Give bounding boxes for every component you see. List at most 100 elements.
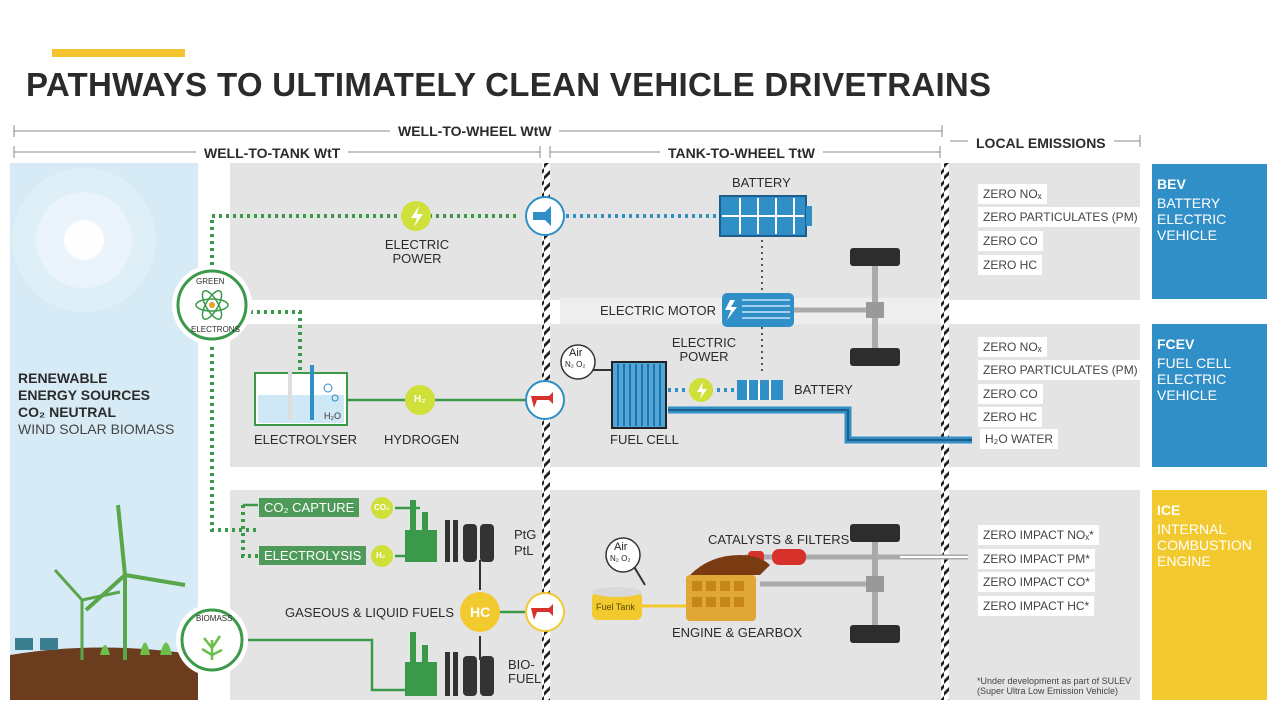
solar-panel-icon <box>15 638 58 650</box>
blue-power-paths <box>566 214 735 392</box>
source-line-2: ENERGY SOURCES <box>18 387 150 403</box>
bev-emission-pm: ZERO PARTICULATES (PM) <box>978 207 1143 227</box>
engine-gearbox-label: ENGINE & GEARBOX <box>672 625 803 640</box>
biomass-icon <box>176 604 248 676</box>
electric-motor-icon <box>722 293 794 327</box>
tag-ice-line-2: COMBUSTION <box>1157 537 1252 553</box>
co2-node-label: CO₂ <box>374 503 390 512</box>
ice-emission-co: ZERO IMPACT CO* <box>978 572 1095 592</box>
fcev-electric-label: ELECTRIC <box>671 335 737 350</box>
factory-icon-biofuel <box>405 632 494 696</box>
ice-n2o2-label: N₂ O₂ <box>610 554 631 563</box>
fcev-electric-power-label: ELECTRIC POWER <box>668 336 740 364</box>
header-ttw: TANK-TO-WHEEL TtW <box>660 145 823 161</box>
ice-emission-pm: ZERO IMPACT PM* <box>978 549 1095 569</box>
bev-electric-power-label: ELECTRIC POWER <box>380 238 454 266</box>
ice-emission-hc: ZERO IMPACT HC* <box>978 596 1095 616</box>
factory-icon-ptg <box>405 500 494 562</box>
fuel-nozzle-icon <box>525 592 565 632</box>
fuel-cell-label: FUEL CELL <box>610 432 679 447</box>
bev-electric-label: ELECTRIC <box>384 237 450 252</box>
footnote-line-2: (Super Ultra Low Emission Vehicle) <box>977 686 1119 696</box>
hydrogen-nozzle-icon <box>525 380 565 420</box>
ttw-local-divider <box>941 163 949 700</box>
fcev-power-node-icon <box>689 378 713 402</box>
ground <box>10 647 198 700</box>
tag-fcev-line-3: VEHICLE <box>1157 387 1217 403</box>
source-line-3: CO₂ NEUTRAL <box>18 404 116 420</box>
hc-node <box>460 592 500 632</box>
plant-icon <box>100 642 172 655</box>
green-electrons-bottom: ELECTRONS <box>191 325 240 334</box>
electrolyser-icon <box>254 365 348 426</box>
footnote-line-1: *Under development as part of SULEV <box>977 676 1132 686</box>
bev-chassis-icon <box>790 248 900 366</box>
tag-bev-line-3: VEHICLE <box>1157 227 1217 243</box>
fcev-emission-pm: ZERO PARTICULATES (PM) <box>978 360 1143 380</box>
electric-power-node-icon <box>401 201 431 231</box>
electrolysis-box: ELECTROLYSIS <box>259 546 367 565</box>
charging-plug-icon <box>525 196 565 236</box>
bev-battery-icon <box>719 195 812 237</box>
tag-ice-code: ICE <box>1157 502 1181 518</box>
hydrogen-node <box>405 385 435 415</box>
sun-icon <box>12 168 156 312</box>
fcev-power-label: POWER <box>679 349 729 364</box>
header-local-emissions: LOCAL EMISSIONS <box>968 135 1114 151</box>
page-title: PATHWAYS TO ULTIMATELY CLEAN VEHICLE DRI… <box>26 66 992 103</box>
tag-fcev-code: FCEV <box>1157 336 1195 352</box>
ice-emission-nox: ZERO IMPACT NOₓ* <box>978 525 1099 545</box>
ptg-label: PtG <box>514 527 537 542</box>
fuel-tank-icon <box>592 587 686 620</box>
source-line-1: RENEWABLE <box>18 370 108 386</box>
engine-icon <box>686 555 770 621</box>
fuel-tank-label: Fuel Tank <box>596 602 635 612</box>
wtt-ttw-divider <box>542 163 550 700</box>
tag-ice-line-1: INTERNAL <box>1157 521 1227 537</box>
bev-emission-co: ZERO CO <box>978 231 1043 251</box>
hydrogen-node-label: H₂ <box>414 394 426 405</box>
ice-row-panel <box>230 490 1140 700</box>
bev-emission-nox: ZERO NOₓ <box>978 184 1047 204</box>
bev-battery-label: BATTERY <box>732 175 791 190</box>
footnote: *Under development as part of SULEV (Sup… <box>977 676 1131 696</box>
fcev-emission-nox: ZERO NOₓ <box>978 337 1047 357</box>
biomass-label: BIOMASS <box>196 614 233 623</box>
tag-bev-line-2: ELECTRIC <box>1157 211 1227 227</box>
header-wtt: WELL-TO-TANK WtT <box>196 145 349 161</box>
fcev-emission-co: ZERO CO <box>978 384 1043 404</box>
renewable-sources-label: RENEWABLE ENERGY SOURCES CO₂ NEUTRAL WIN… <box>18 370 174 438</box>
ptl-label: PtL <box>514 543 534 558</box>
air-circle-ice <box>605 537 641 573</box>
biofuel-label-1: BIO- <box>508 657 535 672</box>
catalysts-filters-label: CATALYSTS & FILTERS <box>708 532 850 547</box>
wind-turbine-icon <box>53 504 186 660</box>
electrolyser-label: ELECTROLYSER <box>254 432 358 447</box>
tag-fcev-line-2: ELECTRIC <box>1157 371 1227 387</box>
co2-capture-box: CO₂ CAPTURE <box>259 498 360 517</box>
hc-node-label: HC <box>470 604 491 620</box>
air-circle-fcev <box>560 344 596 380</box>
fuel-cell-stack-icon <box>611 361 667 429</box>
fcev-emission-hc: ZERO HC <box>978 407 1042 427</box>
bev-emission-hc: ZERO HC <box>978 255 1042 275</box>
fcev-air-label: Air <box>569 347 583 359</box>
green-electrons-top: GREEN <box>196 277 225 286</box>
fcev-battery-label: BATTERY <box>794 382 853 397</box>
gaseous-liquid-fuels-label: GASEOUS & LIQUID FUELS <box>285 605 455 620</box>
green-electrons-icon <box>172 265 252 345</box>
tag-bev: BEV BATTERY ELECTRIC VEHICLE <box>1152 164 1267 299</box>
tag-bev-line-1: BATTERY <box>1157 195 1221 211</box>
source-line-4: WIND SOLAR BIOMASS <box>18 421 175 437</box>
fcev-n2o2-label: N₂ O₂ <box>565 360 586 369</box>
hydrogen-label: HYDROGEN <box>384 432 460 447</box>
fcev-battery-icon <box>737 380 783 400</box>
tag-ice-line-3: ENGINE <box>1157 553 1211 569</box>
co2-node <box>371 497 393 519</box>
source-panel <box>10 163 198 700</box>
title-accent-bar <box>52 49 185 57</box>
tag-bev-code: BEV <box>1157 176 1186 192</box>
bev-power-label: POWER <box>392 251 442 266</box>
tag-fcev: FCEV FUEL CELL ELECTRIC VEHICLE <box>1152 324 1267 467</box>
biofuel-label-2: FUEL <box>508 671 542 686</box>
